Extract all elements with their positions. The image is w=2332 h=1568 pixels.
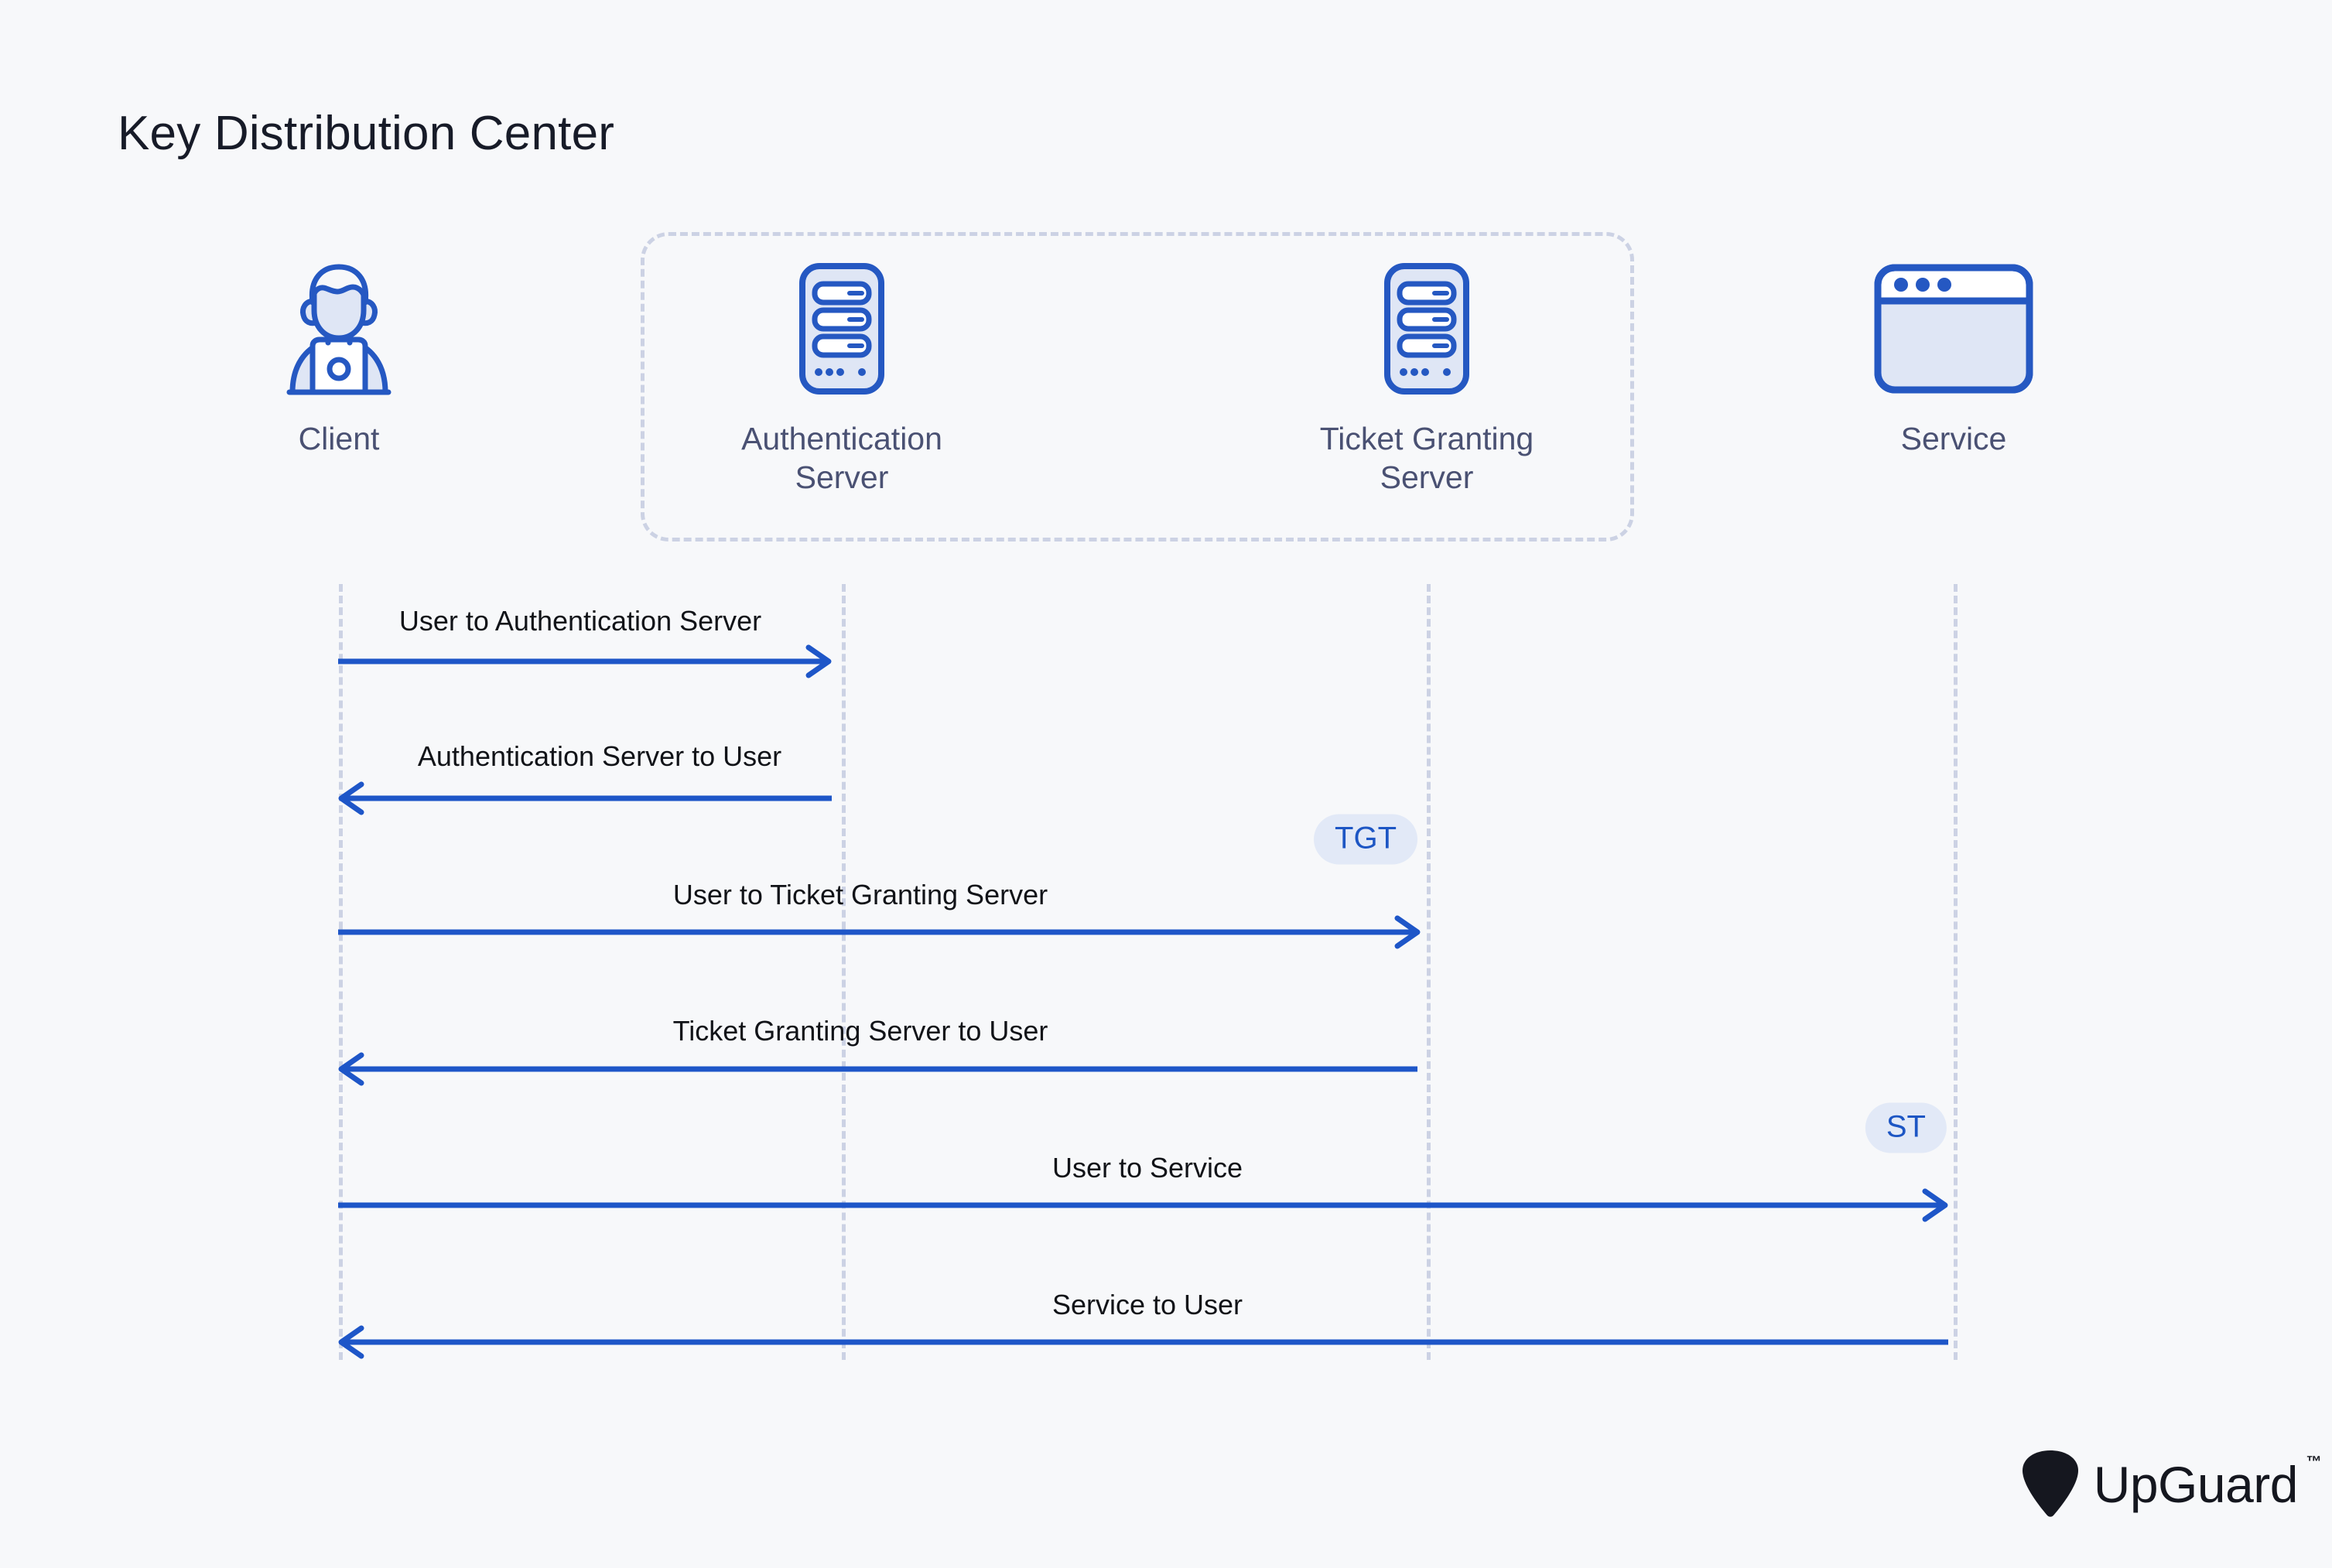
page-title: Key Distribution Center (118, 107, 615, 160)
key-distribution-center-boundary (641, 232, 1634, 541)
actor-label-line-2: Server (1380, 459, 1474, 496)
message-arrow-3 (338, 915, 1421, 949)
lifeline-client (339, 584, 343, 1360)
lifeline-authentication-server (842, 584, 846, 1360)
actor-authentication-server: Authentication Server (679, 255, 1004, 497)
message-label-3: User to Ticket Granting Server (672, 879, 1048, 910)
message-arrow-6 (338, 1325, 1948, 1359)
upguard-word-text: UpGuard (2093, 1456, 2299, 1513)
message-label-6: Service to User (1051, 1289, 1243, 1320)
upguard-wordmark: UpGuard ™ (2093, 1454, 2322, 1513)
message-label-5: User to Service (1051, 1152, 1243, 1184)
message-label-2: Authentication Server to User (417, 740, 782, 772)
browser-window-icon (1791, 255, 2116, 402)
actor-label-authentication-server: Authentication Server (679, 419, 1004, 497)
actor-service: Service (1791, 255, 2116, 458)
server-icon (679, 255, 1004, 402)
lifeline-service (1954, 584, 1958, 1360)
message-label-1: User to Authentication Server (398, 605, 762, 637)
message-arrow-2 (338, 781, 832, 815)
actor-label-client: Client (298, 421, 380, 456)
actor-client: Client (176, 255, 501, 458)
message-arrow-4 (338, 1052, 1417, 1086)
message-arrow-1 (338, 644, 832, 678)
actor-label-line-1: Ticket Granting (1319, 421, 1534, 456)
upguard-logo: UpGuard ™ (2021, 1449, 2322, 1520)
actor-label-ticket-granting-server: Ticket Granting Server (1264, 419, 1589, 497)
actor-label-line-2: Server (795, 459, 889, 496)
message-label-4: Ticket Granting Server to User (672, 1015, 1048, 1047)
actor-ticket-granting-server: Ticket Granting Server (1264, 255, 1589, 497)
actor-label-line-1: Authentication (741, 421, 942, 456)
ticket-badge-tgt: TGT (1314, 814, 1417, 865)
shield-pick-icon (2022, 1450, 2078, 1517)
message-arrow-5 (338, 1188, 1948, 1222)
user-icon (176, 255, 501, 402)
actor-label-service: Service (1900, 421, 2007, 456)
lifeline-ticket-granting-server (1427, 584, 1431, 1360)
trademark-symbol: ™ (2306, 1454, 2322, 1471)
ticket-badge-st: ST (1865, 1102, 1947, 1153)
server-icon (1264, 255, 1589, 402)
